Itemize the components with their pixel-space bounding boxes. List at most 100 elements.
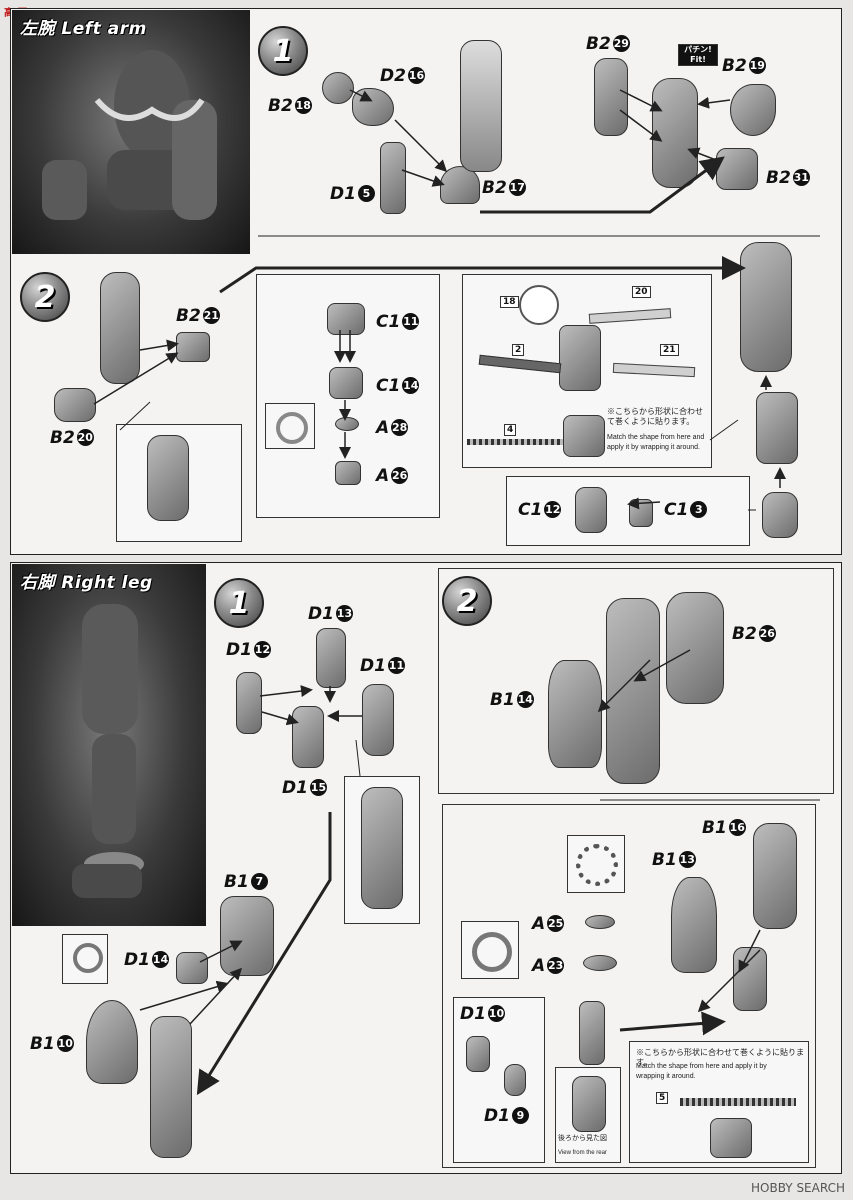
rear-view-box: 後ろから見た図 View from the rear <box>555 1067 621 1163</box>
washer-ring-icon <box>276 412 308 444</box>
sticker-note-en-leg: Match the shape from here and apply it b… <box>636 1063 767 1080</box>
left-arm-photo: 左腕 Left arm <box>12 10 250 254</box>
sticker-tag-4: 4 <box>504 424 517 436</box>
part-a-25 <box>585 915 615 929</box>
part-b1-14 <box>548 660 602 768</box>
part-wrist-assembled <box>756 392 798 464</box>
part-elbow-detail <box>147 435 189 521</box>
figure-silhouette-icon <box>42 50 217 220</box>
left-arm-title: 左腕 Left arm <box>20 19 147 39</box>
sticker-strip-5 <box>680 1098 796 1106</box>
socket-icon <box>73 943 103 973</box>
part-a-26 <box>335 461 361 485</box>
part-d1-9 <box>504 1064 526 1096</box>
sticker-tag-2: 2 <box>512 344 525 356</box>
part-rear-view <box>572 1076 606 1132</box>
part-knee-joint <box>361 787 403 909</box>
step-1-badge-arm: 1 <box>258 26 308 76</box>
part-c1-14 <box>329 367 363 399</box>
step-1-badge-leg: 1 <box>214 578 264 628</box>
part-b2-17 <box>440 166 480 204</box>
part-d1-5 <box>380 142 406 214</box>
part-upper-arm-assembled <box>740 242 792 372</box>
part-c1-12 <box>575 487 607 533</box>
rear-view-jp: 後ろから見た図 <box>558 1135 607 1142</box>
part-shin-core <box>579 1001 605 1065</box>
right-leg-photo: 右脚 Right leg <box>12 564 206 926</box>
fit-callout: パチン! Fit! <box>678 44 718 66</box>
part-band-wrapped <box>563 415 605 457</box>
sticker-note-en-arm: Match the shape from here and apply it b… <box>607 434 705 451</box>
rear-view-en: View from the rear <box>558 1150 607 1156</box>
step-2-badge-arm: 2 <box>20 272 70 322</box>
part-b1-13 <box>671 877 717 973</box>
step-2-badge-leg: 2 <box>442 576 492 626</box>
part-a-23 <box>583 955 617 971</box>
part-hand-assembled <box>762 492 798 538</box>
watermark-bottom: HOBBY SEARCH <box>751 1181 845 1195</box>
part-b2-19 <box>730 84 776 136</box>
sticker-note-jp-leg: ※こちらから形状に合わせて巻くように貼ります。 <box>636 1048 804 1067</box>
part-d1-10 <box>466 1036 490 1072</box>
part-b1-10 <box>86 1000 138 1084</box>
sticker-note-jp-arm: ※こちらから形状に合わせて巻くように貼ります。 <box>607 407 703 426</box>
rotation-detail-box <box>116 424 242 542</box>
part-lower-leg <box>150 1016 192 1158</box>
part-b2-18 <box>322 72 354 104</box>
ring-icon <box>472 932 512 972</box>
sticker-tag-20: 20 <box>632 286 651 298</box>
part-d1-11 <box>362 684 394 756</box>
part-b1-7 <box>220 896 274 976</box>
part-band-leg <box>710 1118 752 1158</box>
part-upper-arm <box>100 272 140 384</box>
part-d1-13 <box>316 628 346 688</box>
d1-subassembly-box <box>453 997 545 1163</box>
gear-detail-box <box>567 835 625 893</box>
part-b2-26 <box>666 592 724 704</box>
part-b2-20 <box>54 388 96 422</box>
part-joint-frame <box>460 40 502 172</box>
socket-detail-box <box>62 934 108 984</box>
part-d1-12 <box>236 672 262 734</box>
part-shin-joint <box>733 947 767 1011</box>
part-b2-21 <box>176 332 210 362</box>
sticker-tag-5: 5 <box>656 1092 669 1104</box>
ring-detail-box <box>461 921 519 979</box>
leg-silhouette-icon <box>72 604 144 898</box>
sticker-tag-18: 18 <box>500 296 519 308</box>
sticker-strip-4 <box>467 439 563 445</box>
part-thigh-core <box>606 598 660 784</box>
gear-ring-icon <box>576 844 618 886</box>
part-wrist-band <box>559 325 601 391</box>
right-leg-title: 右脚 Right leg <box>20 573 153 593</box>
